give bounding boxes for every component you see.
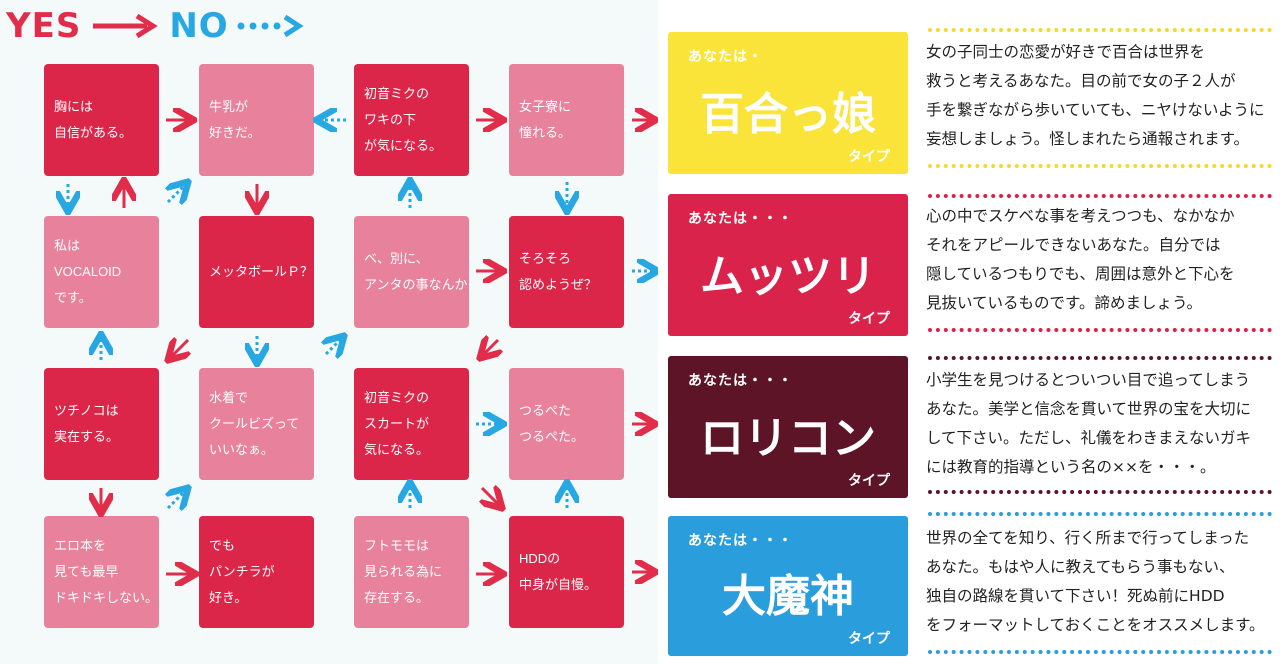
result-type-label: タイプ (848, 630, 890, 646)
legend-header: YES NO (6, 6, 315, 46)
question-box: つるぺたつるぺた。 (509, 368, 624, 480)
divider-dots (928, 356, 1272, 364)
result-card-daimajin: あなたは・・・ 大魔神 タイプ (668, 516, 908, 656)
result-prefix: あなたは・・・ (688, 210, 793, 226)
result-prefix: あなたは・ (688, 48, 763, 64)
divider-dots (928, 650, 1272, 658)
result-type-label: タイプ (848, 148, 890, 164)
question-box: ベ、別に、アンタの事なんか！ (354, 216, 480, 328)
result-title: ムッツリ (700, 251, 876, 302)
question-box: 初音ミクのスカートが気になる。 (354, 368, 469, 480)
divider-dots (928, 164, 1272, 172)
question-box: エロ本を見ても最早ドキドキしない。 (44, 516, 159, 628)
no-arrows (68, 120, 652, 508)
question-box: 胸には自信がある。 (44, 64, 159, 176)
result-prefix: あなたは・・・ (688, 532, 793, 548)
yes-arrows (101, 120, 650, 574)
no-label: NO (169, 6, 229, 46)
flow-arrows (0, 0, 658, 664)
question-box: ツチノコは実在する。 (44, 368, 159, 480)
result-title: 大魔神 (722, 571, 854, 622)
divider-dots (928, 28, 1272, 36)
result-prefix: あなたは・・・ (688, 372, 793, 388)
question-box: メッタボールＰ？ (199, 216, 314, 328)
yes-arrow-icon (93, 13, 159, 39)
flowchart-panel: YES NO 胸には自信がある。 牛乳が好きだ。 初音ミクのワキの下が気になる。… (0, 0, 658, 664)
yes-label: YES (6, 6, 82, 46)
result-title: 百合っ娘 (700, 89, 876, 140)
question-box: 牛乳が好きだ。 (199, 64, 314, 176)
divider-dots (928, 512, 1272, 520)
divider-dots (928, 490, 1272, 498)
divider-dots (928, 194, 1272, 202)
question-box: でもパンチラが好き。 (199, 516, 314, 628)
divider-dots (928, 328, 1272, 336)
result-type-label: タイプ (848, 472, 890, 488)
question-box: 初音ミクのワキの下が気になる。 (354, 64, 469, 176)
result-description: 小学生を見つけるとついつい目で追ってしまうあなた。美学と信念を貫いて世界の宝を大… (926, 371, 1252, 476)
question-box: そろそろ認めようぜ？ (509, 216, 624, 328)
no-arrow-icon (237, 14, 304, 38)
result-type-label: タイプ (848, 310, 890, 326)
question-box: 女子寮に憧れる。 (509, 64, 624, 176)
result-card-lolicon: あなたは・・・ ロリコン タイプ (668, 356, 908, 498)
result-card-yuri: あなたは・ 百合っ娘 タイプ (668, 32, 908, 174)
result-card-muttsuri: あなたは・・・ ムッツリ タイプ (668, 194, 908, 336)
question-box: 水着でクールビズっていいなぁ。 (199, 368, 314, 480)
question-box: HDDの中身が自慢。 (509, 516, 624, 628)
result-description: 世界の全てを知り、行く所まで行ってしまったあなた。もはや人に教えてもらう事もない… (926, 529, 1265, 634)
result-title: ロリコン (700, 413, 876, 464)
question-box: フトモモは見られる為に存在する。 (354, 516, 469, 628)
result-description: 女の子同士の恋愛が好きで百合は世界を救うと考えるあなた。目の前で女の子２人が手を… (926, 43, 1265, 148)
result-description: 心の中でスケベな事を考えつつも、なかなかそれをアピールできないあなた。自分では隠… (926, 207, 1235, 312)
results-panel: あなたは・ 百合っ娘 タイプ 女の子同士の恋愛が好きで百合は世界を救うと考えるあ… (658, 0, 1280, 664)
